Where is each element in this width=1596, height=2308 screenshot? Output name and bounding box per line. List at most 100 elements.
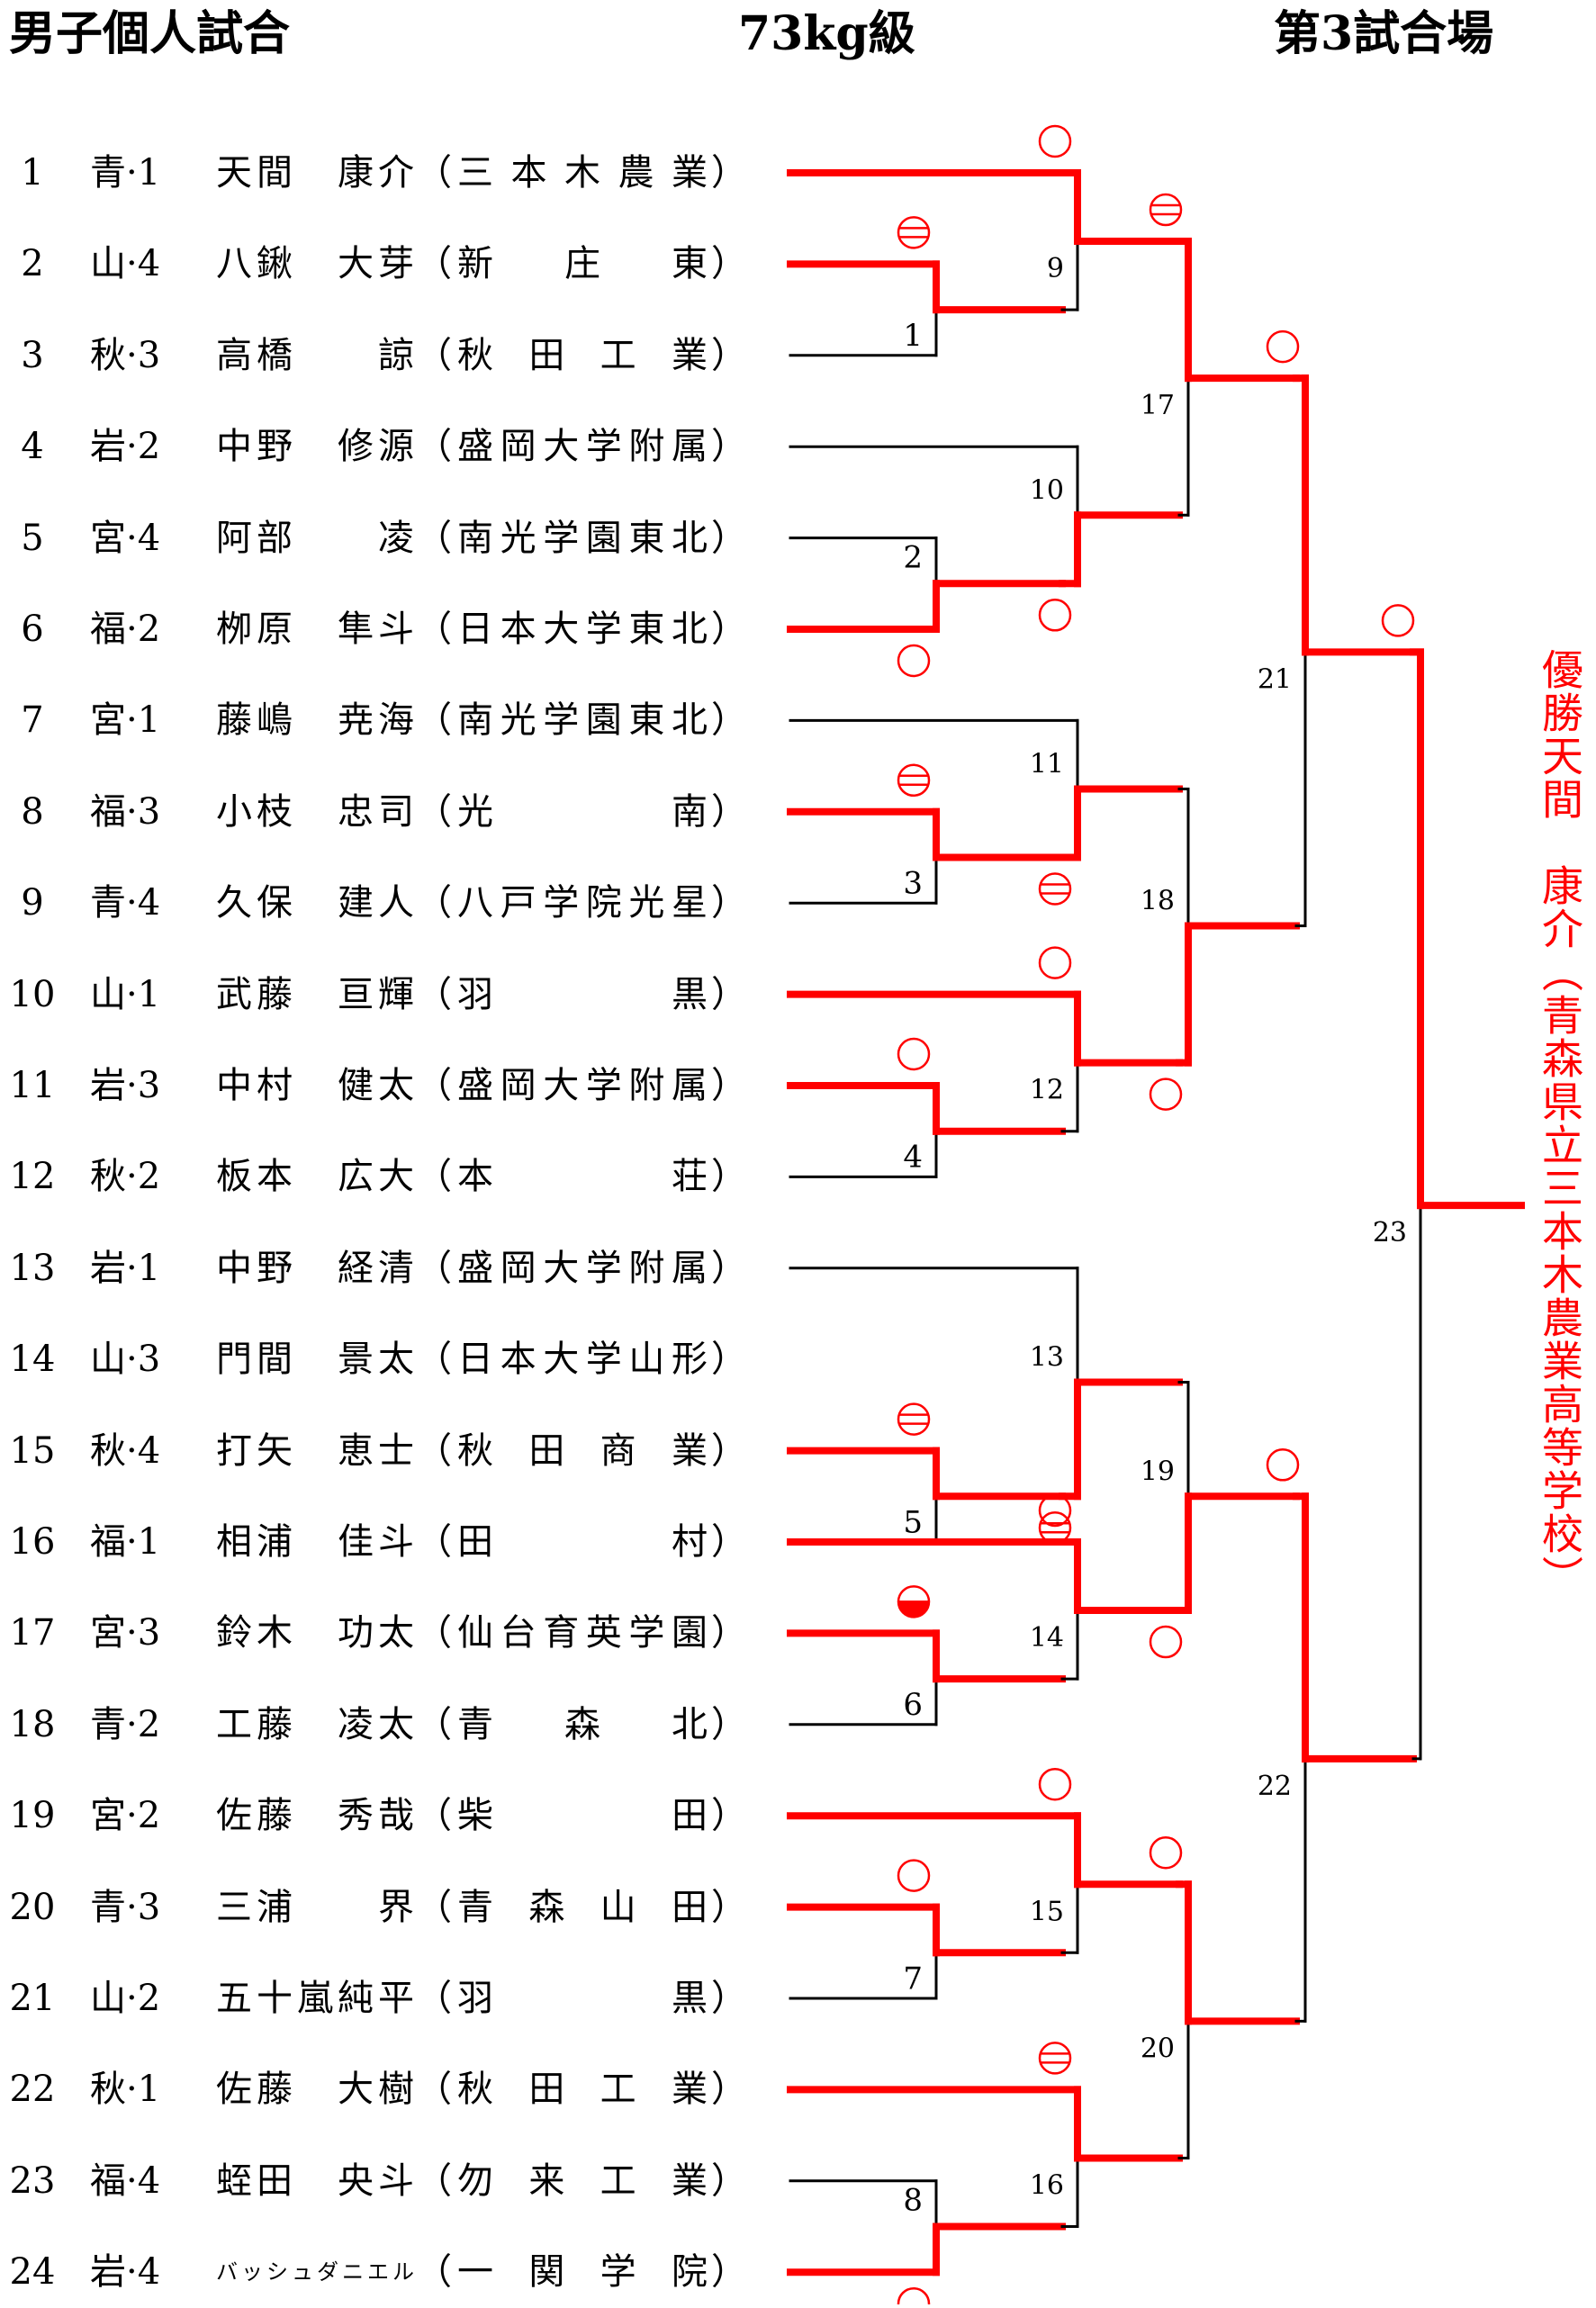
entry-seed: 22 <box>9 2069 56 2110</box>
paren-close: ） <box>711 2160 747 2202</box>
result-mark <box>897 2286 931 2304</box>
result-mark <box>1038 599 1072 632</box>
entry-name: 藤嶋 尭海 <box>216 699 414 741</box>
entry-name: 栁原 隼斗 <box>216 609 414 650</box>
paren-open: （ <box>416 426 452 467</box>
entry-school: 八戸学院光星 <box>457 882 708 924</box>
entry-name: 五十嵐純平 <box>216 1978 414 2019</box>
entry-seed: 5 <box>21 518 44 559</box>
paren-open: （ <box>416 2069 452 2110</box>
paren-open: （ <box>416 882 452 924</box>
entry-prefecture: 青·1 <box>90 152 161 194</box>
entry-school: 羽黒 <box>457 974 708 1015</box>
entry-school: 日本大学東北 <box>457 609 708 650</box>
entry-seed: 16 <box>9 1521 56 1563</box>
entry-seed: 18 <box>9 1704 56 1745</box>
paren-open: （ <box>416 518 452 559</box>
match-number: 9 <box>1047 253 1064 284</box>
paren-close: ） <box>711 609 747 650</box>
entry-seed: 17 <box>9 1612 56 1654</box>
entry-prefecture: 岩·2 <box>90 426 161 467</box>
champion-label: 優勝 <box>1536 648 1584 735</box>
entry-seed: 24 <box>9 2251 56 2293</box>
entry-prefecture: 山·3 <box>90 1339 161 1380</box>
result-mark <box>897 763 931 798</box>
paren-close: ） <box>711 2069 747 2110</box>
result-mark <box>1038 946 1072 979</box>
paren-close: ） <box>711 1521 747 1563</box>
paren-open: （ <box>416 1156 452 1197</box>
match-number: 19 <box>1141 1456 1175 1487</box>
match-number: 6 <box>903 1687 923 1723</box>
entry-prefecture: 宮·3 <box>90 1612 161 1654</box>
entry-prefecture: 秋·2 <box>90 1156 161 1197</box>
paren-open: （ <box>416 791 452 833</box>
entry-school: 羽黒 <box>457 1978 708 2019</box>
entry-seed: 19 <box>9 1795 56 1836</box>
paren-open: （ <box>416 1887 452 1928</box>
match-number: 16 <box>1030 2169 1064 2201</box>
entry-school: 三本木農業 <box>457 152 708 194</box>
entry-seed: 23 <box>9 2160 56 2202</box>
entry-seed: 13 <box>9 1248 56 1289</box>
entry-school: 田村 <box>457 1521 708 1563</box>
paren-open: （ <box>416 152 452 194</box>
entry-school: 青森山田 <box>457 1887 708 1928</box>
paren-close: ） <box>711 1612 747 1654</box>
paren-close: ） <box>711 699 747 741</box>
entry-prefecture: 秋·3 <box>90 335 161 376</box>
result-mark <box>1381 604 1415 637</box>
paren-close: ） <box>711 791 747 833</box>
entry-school: 勿来工業 <box>457 2160 708 2202</box>
match-number: 13 <box>1030 1342 1064 1374</box>
entry-name: 相浦 佳斗 <box>216 1521 414 1563</box>
entry-prefecture: 山·2 <box>90 1978 161 2019</box>
weight-class-title: 73kg級 <box>738 6 915 61</box>
paren-open: （ <box>416 609 452 650</box>
paren-close: ） <box>711 243 747 284</box>
match-number: 22 <box>1258 1771 1292 1802</box>
entry-prefecture: 秋·4 <box>90 1430 161 1472</box>
entry-prefecture: 福·4 <box>90 2160 161 2202</box>
entry-seed: 10 <box>9 974 56 1015</box>
champion-paren-close: ） <box>1536 1555 1584 1599</box>
paren-close: ） <box>711 974 747 1015</box>
entry-name: 門間 景太 <box>216 1339 414 1380</box>
entry-seed: 2 <box>21 243 44 284</box>
paren-close: ） <box>711 1430 747 1472</box>
entry-name: 板本 広大 <box>216 1156 414 1197</box>
paren-open: （ <box>416 1248 452 1289</box>
paren-open: （ <box>416 1430 452 1472</box>
entry-prefecture: 福·3 <box>90 791 161 833</box>
match-number: 23 <box>1373 1217 1407 1249</box>
entry-name: 天間 康介 <box>216 152 414 194</box>
entry-name: 鈴木 功太 <box>216 1612 414 1654</box>
result-mark <box>897 644 931 678</box>
match-number: 11 <box>1030 748 1064 780</box>
entry-prefecture: 宮·1 <box>90 699 161 741</box>
entry-prefecture: 岩·1 <box>90 1248 161 1289</box>
champion-name: 天間 康介 <box>1536 735 1584 951</box>
entry-name: 武藤 亘輝 <box>216 974 414 1015</box>
paren-open: （ <box>416 2160 452 2202</box>
entry-name: 中野 修源 <box>216 426 414 467</box>
event-title: 男子個人試合 <box>9 6 291 61</box>
entry-seed: 14 <box>9 1339 56 1380</box>
match-number: 20 <box>1141 2033 1175 2064</box>
result-mark <box>1149 1077 1183 1111</box>
match-number: 5 <box>903 1504 923 1540</box>
paren-open: （ <box>416 974 452 1015</box>
match-number: 4 <box>903 1140 923 1176</box>
entry-prefecture: 青·3 <box>90 1887 161 1928</box>
entry-name: 久保 建人 <box>216 882 414 924</box>
entry-name: 三浦 界 <box>216 1887 414 1928</box>
